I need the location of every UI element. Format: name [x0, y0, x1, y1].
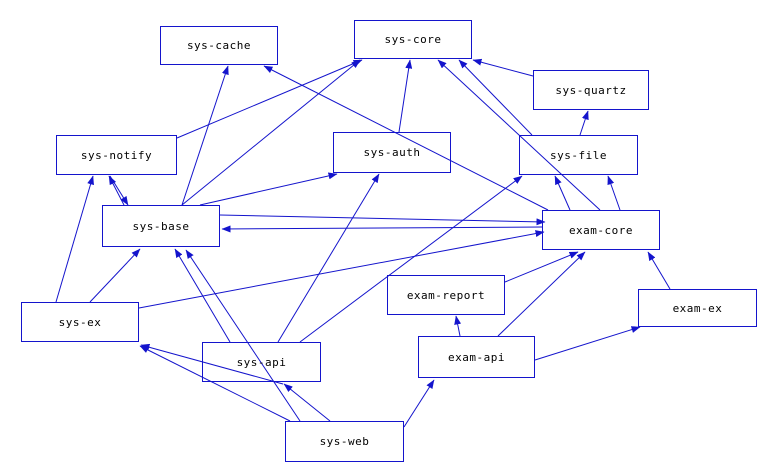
graph-node-sys-base[interactable]: sys-base: [102, 205, 220, 247]
graph-node-sys-auth[interactable]: sys-auth: [333, 132, 451, 173]
graph-node-label: exam-core: [568, 223, 634, 237]
graph-edge: [176, 59, 363, 139]
graph-edge: [138, 230, 545, 309]
graph-node-sys-web[interactable]: sys-web: [285, 421, 404, 462]
graph-node-sys-api[interactable]: sys-api: [202, 342, 321, 382]
graph-node-label: sys-api: [236, 355, 287, 369]
graph-node-label: sys-file: [550, 148, 607, 162]
graph-node-sys-ex[interactable]: sys-ex: [21, 302, 139, 342]
graph-edge: [497, 251, 586, 337]
graph-edge: [472, 58, 534, 77]
graph-node-label: sys-ex: [58, 315, 102, 329]
graph-edge: [219, 214, 546, 226]
graph-edge: [458, 59, 533, 136]
graph-edge: [108, 175, 125, 206]
graph-node-sys-file[interactable]: sys-file: [519, 135, 638, 175]
graph-edge: [185, 249, 301, 422]
graph-edge: [647, 251, 671, 290]
graph-node-sys-core[interactable]: sys-core: [354, 20, 472, 59]
graph-edge: [140, 343, 284, 385]
graph-node-exam-report[interactable]: exam-report: [387, 275, 505, 315]
graph-node-exam-ex[interactable]: exam-ex: [638, 289, 757, 327]
graph-edge: [299, 175, 523, 343]
graph-node-label: sys-base: [132, 219, 190, 233]
graph-edge: [89, 248, 141, 303]
graph-edge: [398, 59, 413, 133]
graph-node-sys-notify[interactable]: sys-notify: [56, 135, 177, 175]
graph-edge: [139, 345, 291, 422]
graph-node-label: exam-ex: [672, 301, 723, 315]
graph-node-exam-core[interactable]: exam-core: [542, 210, 660, 250]
graph-node-label: sys-notify: [80, 148, 153, 162]
graph-edge: [454, 315, 462, 337]
graph-edge: [283, 383, 331, 422]
graph-edge: [277, 173, 380, 343]
graph-edge: [607, 175, 621, 211]
graph-edge: [109, 175, 129, 206]
graph-node-sys-quartz[interactable]: sys-quartz: [533, 70, 649, 110]
graph-edge: [403, 379, 435, 428]
graph-node-exam-api[interactable]: exam-api: [418, 336, 535, 378]
graph-node-sys-cache[interactable]: sys-cache: [160, 26, 278, 65]
graph-edge: [181, 59, 361, 206]
graph-node-label: sys-quartz: [555, 83, 627, 97]
graph-node-label: sys-cache: [186, 39, 252, 52]
graph-edge: [174, 248, 231, 343]
graph-node-label: exam-report: [406, 288, 486, 302]
graph-node-label: sys-web: [319, 435, 370, 448]
graph-edge: [579, 110, 589, 136]
graph-edge: [199, 172, 338, 206]
graph-edge: [534, 326, 641, 361]
graph-edge: [181, 65, 229, 206]
graph-node-label: sys-core: [384, 33, 442, 46]
graph-node-label: sys-auth: [363, 146, 421, 159]
graph-node-label: exam-api: [448, 350, 505, 364]
graph-edge: [504, 251, 579, 283]
graph-edge: [55, 175, 94, 303]
graph-edge: [221, 225, 543, 233]
graph-edge: [554, 175, 571, 211]
graph-edge: [263, 65, 549, 211]
